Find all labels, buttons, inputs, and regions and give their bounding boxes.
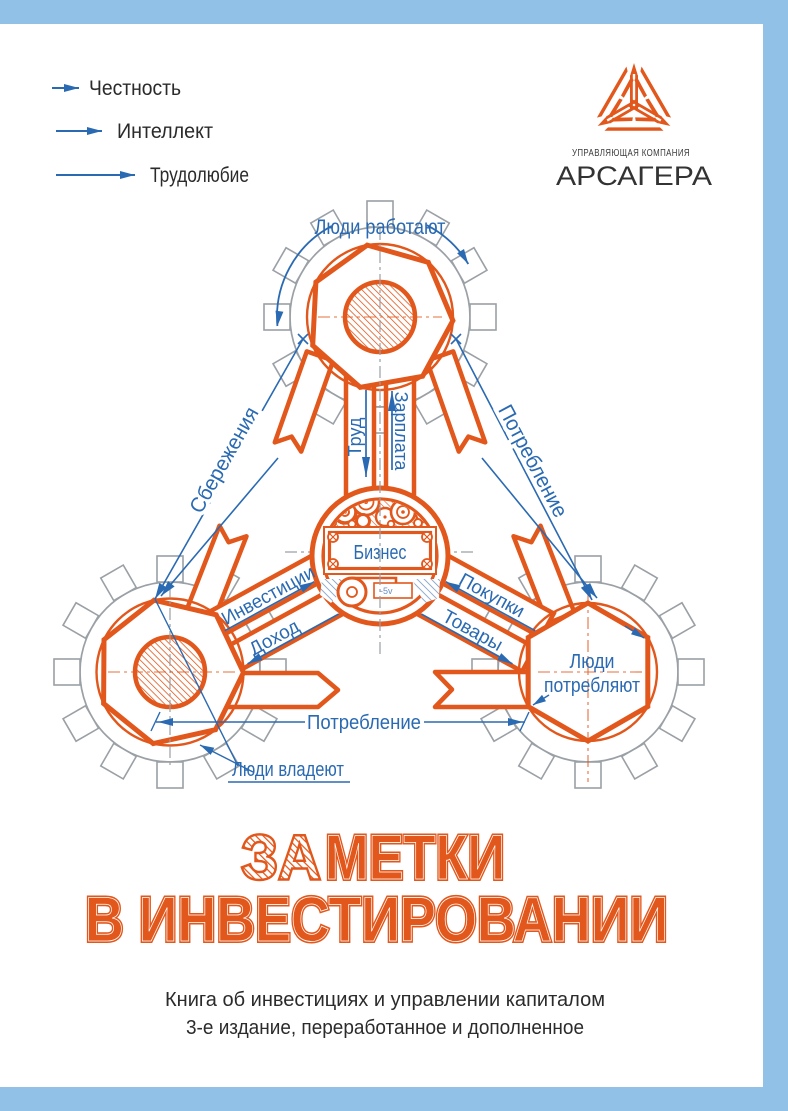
svg-text:Интеллект: Интеллект — [117, 120, 213, 143]
svg-text:Люди работают: Люди работают — [315, 216, 446, 239]
svg-text:ЗА: ЗА — [241, 823, 321, 893]
svg-text:Трудолюбие: Трудолюбие — [150, 164, 249, 187]
svg-text:Люди владеют: Люди владеют — [232, 759, 344, 781]
svg-text:В ИНВЕСТИРОВАНИИ: В ИНВЕСТИРОВАНИИ — [85, 885, 668, 955]
svg-text:АРСАГЕРА: АРСАГЕРА — [556, 161, 712, 191]
svg-text:3-е издание, переработанное и: 3-е издание, переработанное и дополненно… — [186, 1017, 584, 1039]
svg-text:-5v: -5v — [380, 586, 393, 596]
svg-text:МЕТКИ: МЕТКИ — [325, 823, 505, 893]
svg-text:Зарплата: Зарплата — [391, 392, 411, 472]
svg-text:ЗА: ЗА — [241, 823, 321, 893]
svg-text:Потребление: Потребление — [307, 712, 421, 734]
svg-text:МЕТКИ: МЕТКИ — [325, 823, 505, 893]
svg-text:Честность: Честность — [89, 77, 181, 100]
svg-text:В ИНВЕСТИРОВАНИИ: В ИНВЕСТИРОВАНИИ — [85, 885, 668, 955]
svg-text:потребляют: потребляют — [544, 675, 640, 697]
svg-text:Труд: Труд — [345, 417, 365, 456]
svg-text:Люди: Люди — [570, 651, 615, 673]
svg-text:УПРАВЛЯЮЩАЯ КОМПАНИЯ: УПРАВЛЯЮЩАЯ КОМПАНИЯ — [572, 148, 690, 159]
svg-text:Книга об инвестициях и управле: Книга об инвестициях и управлении капита… — [165, 989, 605, 1011]
